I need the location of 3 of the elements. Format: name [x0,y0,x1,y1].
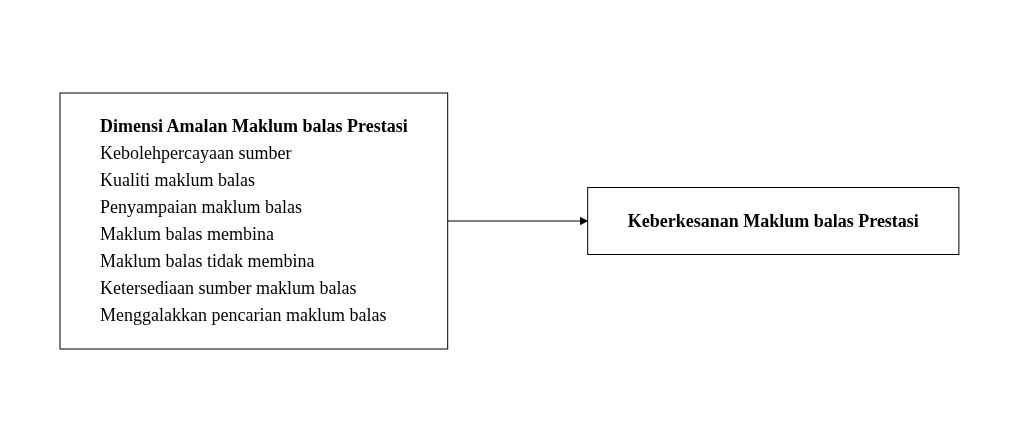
arrow [447,216,589,225]
node-box: Dimensi Amalan Maklum balas Prestasi Kebolehpercayaan sumber Kualiti maklum balas Penyampaian maklum balas Maklum balas membina Maklum balas tidak membina Ketersediaan sumber maklum balas Menggalakkan pencarian maklum balas [59,92,449,349]
node-box: Keberkesanan Maklum balas Prestasi [587,186,960,255]
